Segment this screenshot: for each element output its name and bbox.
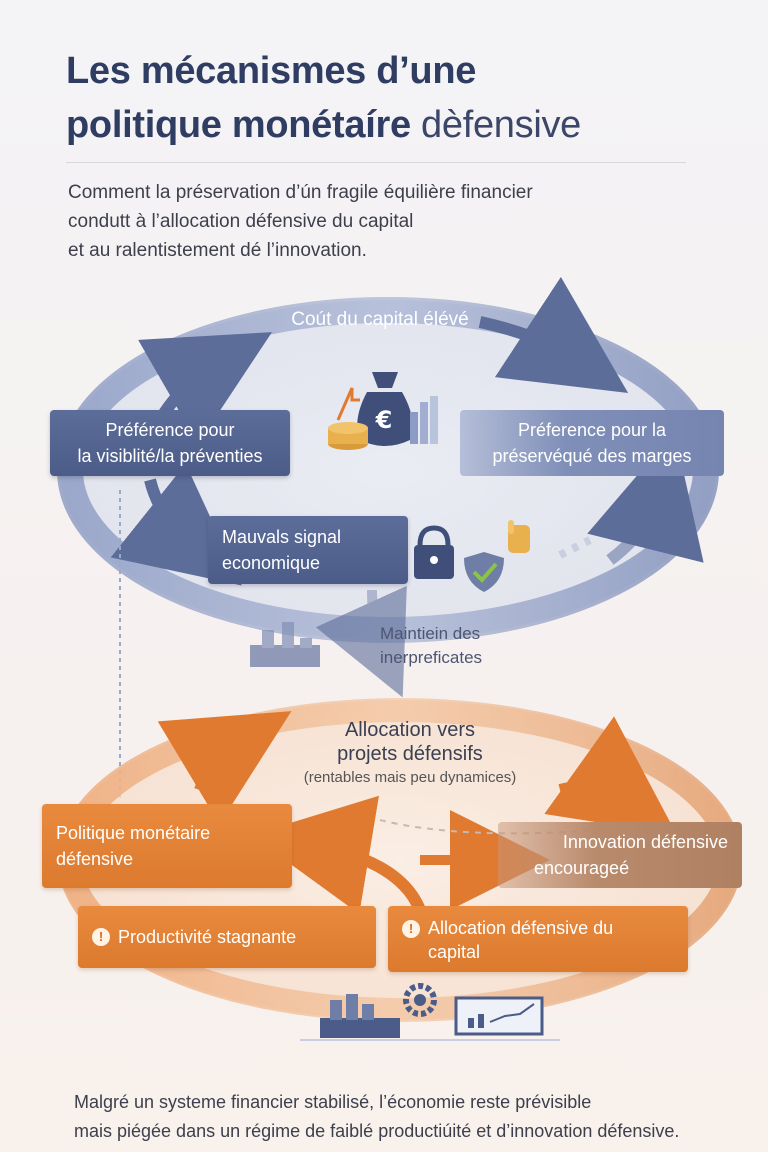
down-arrow-mid xyxy=(315,585,407,698)
gear-icon xyxy=(403,983,437,1017)
padlock-icon xyxy=(414,525,454,579)
growth-chart-icon xyxy=(454,996,544,1036)
warning-icon: ! xyxy=(402,920,420,938)
bottom-left-box-line-2: défensive xyxy=(56,849,134,869)
hand-icon xyxy=(508,520,530,553)
warning-box-productivity: ! Productivité stagnante xyxy=(78,906,376,968)
top-cycle-bottom-label-line-1: Maintiein des xyxy=(380,624,481,643)
top-left-box: Préférence pour la visiblité/la préventi… xyxy=(50,410,290,476)
bottom-arrow-left-up xyxy=(157,711,292,825)
bottom-right-box-line-1: Innovation défensive xyxy=(562,832,728,852)
top-right-box-line-1: Préference pour la xyxy=(517,420,667,440)
top-cycle-bottom-label-line-2: inerpreficates xyxy=(380,648,483,667)
title-line-1: Les mécanismes d’une xyxy=(66,50,477,92)
warning-box-allocation: ! Allocation défensive du capital xyxy=(388,906,688,972)
top-right-box-line-2: préservéqué des marges xyxy=(492,446,692,466)
shield-check-icon xyxy=(464,552,504,592)
warning-box-allocation-label: Allocation défensive du capital xyxy=(428,916,613,964)
subtitle-line-1: Comment la préservation d’ún fragile équ… xyxy=(68,182,533,203)
svg-text:€: € xyxy=(375,406,393,434)
warning-icon: ! xyxy=(92,928,110,946)
bottom-cycle-top-label: Allocation vers projets défensifs (renta… xyxy=(260,718,560,790)
bottom-arrow-right xyxy=(544,716,677,835)
title-line-2: politique monétaíre dèfensive xyxy=(66,98,706,152)
bottom-left-box: Politique monétaire défensive xyxy=(42,804,292,888)
page-title: Les mécanismes d’une politique monétaíre… xyxy=(66,44,706,152)
factory-icon-bottom xyxy=(320,994,400,1038)
footer-line-2: mais piégée dans un régime de faiblé pro… xyxy=(74,1121,680,1141)
factory-icon xyxy=(250,622,320,667)
subtitle-line-2: condutt à l’allocation défensive du capi… xyxy=(68,211,414,232)
footer-line-1: Malgré un systeme financier stabilisé, l… xyxy=(74,1092,592,1112)
bottom-arrow-center xyxy=(250,795,426,915)
center-box-line-2: economique xyxy=(222,553,321,573)
top-cycle-bottom-label: Maintiein des inerpreficates xyxy=(380,622,540,670)
center-box: Mauvals signal economique xyxy=(208,516,408,584)
footer-text: Malgré un systeme financier stabilisé, l… xyxy=(74,1088,768,1146)
top-left-box-line-2: la visiblité/la préventies xyxy=(77,446,263,466)
bottom-right-box-line-2: encourageé xyxy=(534,858,630,878)
warning-box-productivity-label: Productivité stagnante xyxy=(118,927,297,947)
top-arrow-right xyxy=(478,276,629,393)
title-bold-part: politique monétaíre xyxy=(66,104,411,146)
bottom-dashed-arc xyxy=(379,819,601,835)
warning-box-allocation-line-2: capital xyxy=(428,942,481,962)
bar-chart-icon xyxy=(336,387,438,444)
center-box-line-1: Mauvals signal xyxy=(222,527,342,547)
bottom-right-box: Innovation défensive encourageé xyxy=(498,822,742,888)
top-cycle-top-label: Coút du capital élévé xyxy=(291,309,469,330)
top-arrow-left-down xyxy=(110,463,242,586)
bottom-top-label-note: (rentables mais peu dynamices) xyxy=(303,769,517,786)
top-dots xyxy=(558,536,592,559)
title-light-part: dèfensive xyxy=(421,104,582,146)
title-divider xyxy=(66,162,686,163)
top-left-box-line-1: Préférence pour xyxy=(105,420,235,440)
bottom-left-box-line-1: Politique monétaire xyxy=(56,823,211,843)
coins-icon xyxy=(328,422,368,450)
top-right-box: Préference pour la préservéqué des marge… xyxy=(460,410,724,476)
bottom-top-label-line-2: projets défensifs xyxy=(337,743,483,765)
warning-box-allocation-line-1: Allocation défensive du xyxy=(428,918,614,938)
subtitle: Comment la préservation d’ún fragile équ… xyxy=(68,178,688,265)
money-bag-icon: € xyxy=(357,372,413,446)
bottom-top-label-line-1: Allocation vers xyxy=(344,719,476,741)
top-arrow-right-up xyxy=(587,431,704,565)
subtitle-line-3: et au ralentistement dé l’innovation. xyxy=(68,240,367,261)
